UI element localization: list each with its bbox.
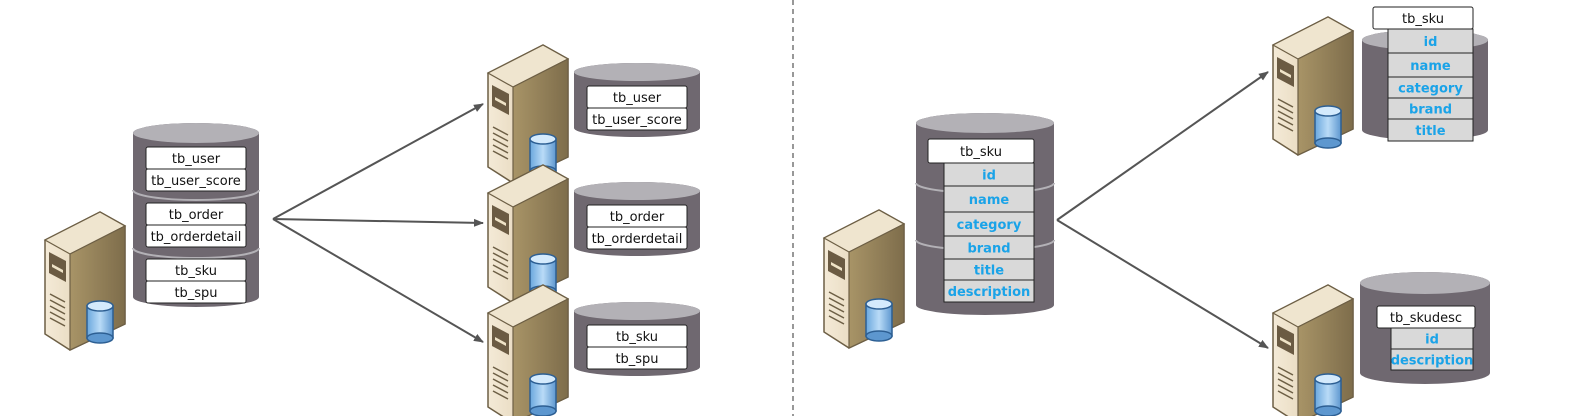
table-box: tb_order xyxy=(145,202,247,226)
table-field: brand xyxy=(943,235,1035,260)
table-field: id xyxy=(943,162,1035,187)
field-name-label: category xyxy=(1398,82,1463,97)
table-name-label: tb_user_score xyxy=(151,174,241,189)
server-icon xyxy=(487,164,569,304)
table-box: tb_sku xyxy=(586,324,688,348)
table-name-label: tb_order xyxy=(169,208,224,223)
table-name-label: tb_spu xyxy=(174,286,217,301)
field-name-label: title xyxy=(974,264,1004,279)
table-field: category xyxy=(943,211,1035,237)
table-name-label: tb_user xyxy=(172,152,221,167)
table-field: id xyxy=(1390,327,1474,350)
table-header-box: tb_sku xyxy=(927,138,1035,164)
field-name-label: id xyxy=(1424,35,1438,50)
table-name-label: tb_sku xyxy=(616,330,658,345)
table-name-label: tb_user_score xyxy=(592,113,682,128)
split-arrow-order xyxy=(272,218,484,227)
table-box: tb_orderdetail xyxy=(145,224,247,248)
field-name-label: id xyxy=(982,169,996,184)
table-box: tb_spu xyxy=(145,280,247,304)
table-box: tb_user_score xyxy=(586,107,688,131)
table-box: tb_sku xyxy=(145,258,247,282)
table-header-box: tb_sku xyxy=(1372,6,1474,30)
split-arrow-skudesc-table xyxy=(1056,219,1269,349)
field-name-label: title xyxy=(1415,124,1445,139)
server-icon xyxy=(1272,16,1354,156)
field-name-label: category xyxy=(957,218,1022,233)
table-field: category xyxy=(1387,76,1474,99)
table-box: tb_orderdetail xyxy=(586,226,688,250)
table-field: description xyxy=(1390,348,1474,371)
server-icon xyxy=(1272,284,1354,416)
table-name-label: tb_orderdetail xyxy=(151,230,242,245)
table-field: name xyxy=(943,185,1035,213)
table-name-label: tb_sku xyxy=(175,264,217,279)
split-arrow-sku xyxy=(272,218,484,343)
table-box: tb_spu xyxy=(586,346,688,370)
table-name-label: tb_sku xyxy=(960,145,1002,160)
table-field: description xyxy=(943,279,1035,303)
split-arrow-sku-table xyxy=(1056,71,1269,221)
field-name-label: brand xyxy=(1409,103,1452,118)
field-name-label: description xyxy=(948,285,1031,300)
table-box: tb_user xyxy=(586,85,688,109)
server-icon xyxy=(487,44,569,184)
server-icon xyxy=(44,211,126,351)
table-name-label: tb_order xyxy=(610,210,665,225)
table-box: tb_user xyxy=(145,146,247,170)
field-name-label: name xyxy=(969,193,1010,208)
field-name-label: name xyxy=(1410,59,1451,74)
field-name-label: id xyxy=(1425,333,1439,348)
table-name-label: tb_spu xyxy=(615,352,658,367)
table-name-label: tb_orderdetail xyxy=(592,232,683,247)
table-field: id xyxy=(1387,28,1474,54)
table-name-label: tb_user xyxy=(613,91,662,106)
table-field: title xyxy=(943,258,1035,281)
table-box: tb_order xyxy=(586,204,688,228)
split-arrow-user xyxy=(272,103,484,220)
table-header-box: tb_skudesc xyxy=(1376,305,1476,329)
server-icon xyxy=(487,284,569,416)
table-field: title xyxy=(1387,118,1474,142)
table-field: brand xyxy=(1387,97,1474,120)
table-field: name xyxy=(1387,52,1474,78)
field-name-label: description xyxy=(1391,354,1474,369)
table-name-label: tb_skudesc xyxy=(1390,311,1462,326)
table-name-label: tb_sku xyxy=(1402,12,1444,27)
field-name-label: brand xyxy=(967,242,1010,257)
server-icon xyxy=(823,209,905,349)
table-box: tb_user_score xyxy=(145,168,247,192)
